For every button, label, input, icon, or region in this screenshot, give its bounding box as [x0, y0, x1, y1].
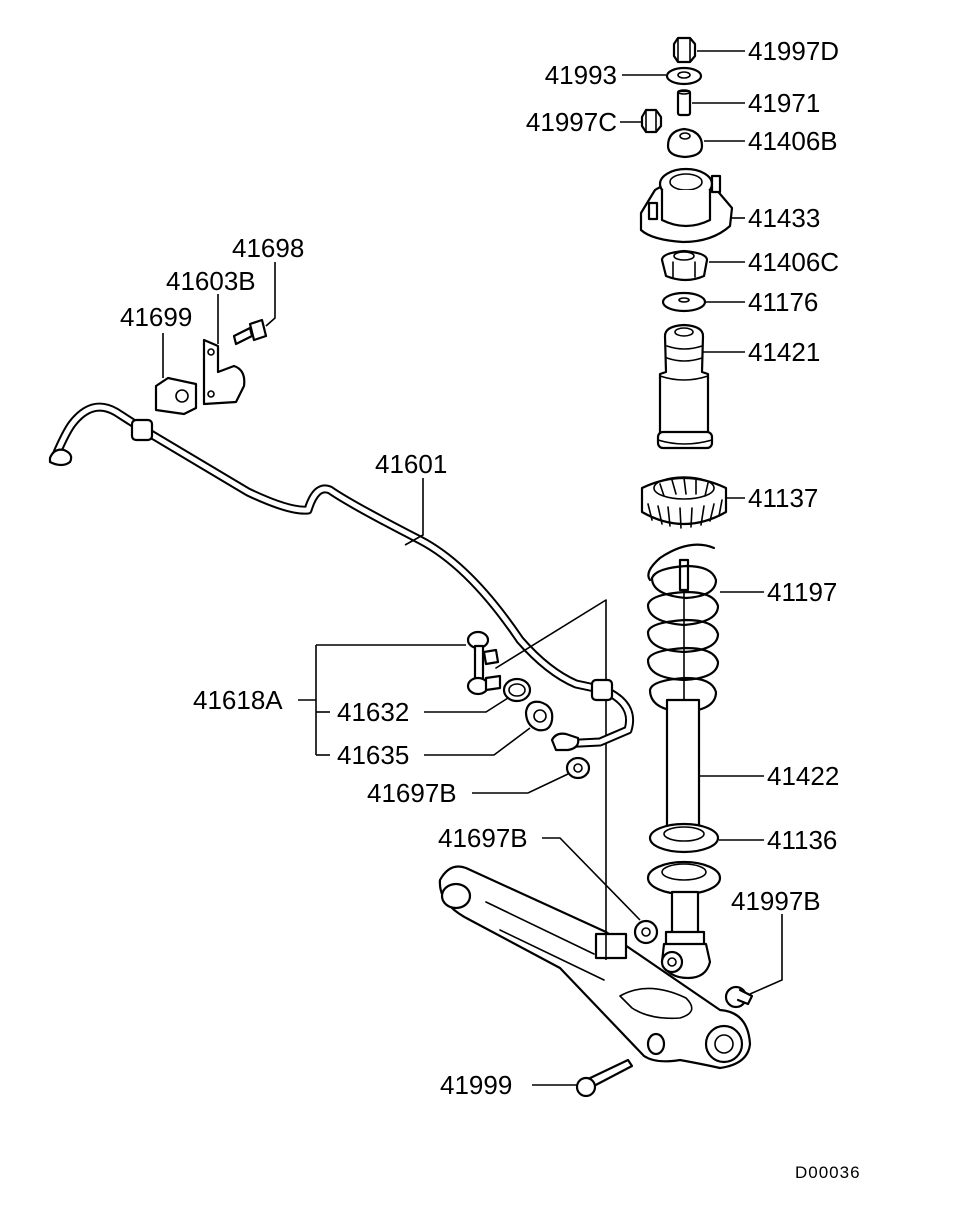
part-41406B-bushing — [666, 127, 704, 159]
part-41971-collar — [676, 89, 692, 117]
part-41697B-upper-nut — [565, 756, 591, 780]
label-41137: 41137 — [748, 483, 818, 513]
label-41999: 41999 — [440, 1070, 512, 1100]
part-41997D-nut — [672, 36, 697, 64]
label-41136: 41136 — [767, 825, 837, 855]
part-41997B-bolt — [724, 985, 754, 1009]
diagram-code: D00036 — [795, 1163, 861, 1182]
part-41197-coil-spring — [646, 543, 720, 714]
label-41993: 41993 — [545, 60, 617, 90]
label-41697B-upper: 41697B — [367, 778, 457, 808]
part-41137-spring-seat — [640, 476, 728, 529]
part-41698-bolt — [232, 318, 268, 346]
label-41422: 41422 — [767, 761, 839, 791]
part-41421-dust-boot — [656, 323, 714, 450]
label-41406C: 41406C — [748, 247, 839, 277]
label-41997D: 41997D — [748, 36, 839, 66]
label-41433: 41433 — [748, 203, 820, 233]
label-41618A: 41618A — [193, 685, 283, 715]
label-41421: 41421 — [748, 337, 820, 367]
label-41699: 41699 — [120, 302, 192, 332]
label-41632: 41632 — [337, 697, 409, 727]
part-41999-bolt — [575, 1058, 634, 1098]
part-41699-bushing — [154, 376, 198, 416]
part-41603B-bracket — [202, 338, 246, 406]
lower-arm — [438, 865, 752, 1070]
part-41176-washer — [661, 291, 707, 313]
label-41635: 41635 — [337, 740, 409, 770]
part-41635-bushing — [524, 700, 554, 732]
part-41618A-link — [466, 630, 502, 696]
label-41997C: 41997C — [526, 107, 617, 137]
part-41632-ring — [502, 677, 532, 703]
part-41433-strut-mount — [639, 167, 734, 244]
label-41197: 41197 — [767, 577, 837, 607]
label-41697B-lower: 41697B — [438, 823, 528, 853]
label-41603B: 41603B — [166, 266, 256, 296]
label-41601: 41601 — [375, 449, 447, 479]
part-41697B-lower-nut — [633, 919, 659, 945]
label-41997B: 41997B — [731, 886, 821, 916]
part-41993-washer — [665, 66, 703, 86]
label-41698: 41698 — [232, 233, 304, 263]
part-41406C-bushing — [660, 249, 709, 282]
part-41422-shock-absorber — [646, 698, 722, 980]
part-41601-stabilizer-bar — [48, 402, 634, 752]
part-41997C-nut — [640, 108, 663, 134]
label-41406B: 41406B — [748, 126, 838, 156]
label-41971: 41971 — [748, 88, 820, 118]
label-41176: 41176 — [748, 287, 818, 317]
